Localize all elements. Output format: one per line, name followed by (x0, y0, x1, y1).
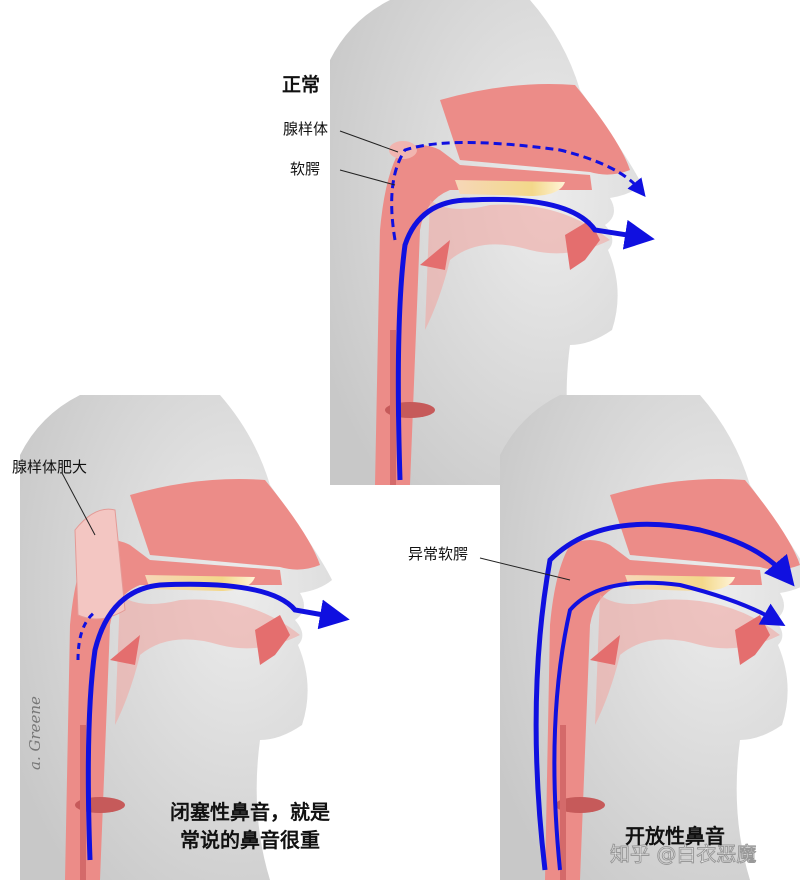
abnormal-palate-head-illustration (500, 395, 800, 880)
closed-nasality-caption: 闭塞性鼻音，就是 常说的鼻音很重 (170, 798, 330, 854)
adenoid-normal (389, 141, 417, 159)
watermark: 知乎 @白衣恶魔 (609, 842, 757, 867)
oral-airflow-arrow (552, 580, 786, 871)
caption-line-1: 闭塞性鼻音，就是 (170, 800, 330, 824)
leader-line (339, 130, 399, 153)
enlarged-adenoid-label: 腺样体肥大 (12, 458, 88, 476)
caption-line-2: 常说的鼻音很重 (180, 828, 320, 852)
nasal-airflow-dashed-arrow (390, 141, 646, 241)
abnormal-soft-palate-label: 异常软腭 (408, 545, 469, 563)
oral-airflow-arrow (85, 581, 350, 861)
open-nasality-caption: 开放性鼻音 (625, 824, 725, 848)
normal-title: 正常 (282, 74, 321, 96)
leader-line (479, 557, 571, 581)
leader-line (61, 472, 96, 536)
enlarged-adenoid (74, 508, 126, 620)
adenoid-label: 腺样体 (283, 120, 329, 138)
nasal-airflow-arrow (533, 521, 795, 871)
soft-palate-label: 软腭 (290, 160, 321, 178)
blocked-nasal-airflow-arrow (76, 610, 96, 661)
leader-line (339, 169, 396, 186)
artist-signature: a. Greene (26, 696, 44, 770)
oral-airflow-arrow (395, 196, 655, 481)
